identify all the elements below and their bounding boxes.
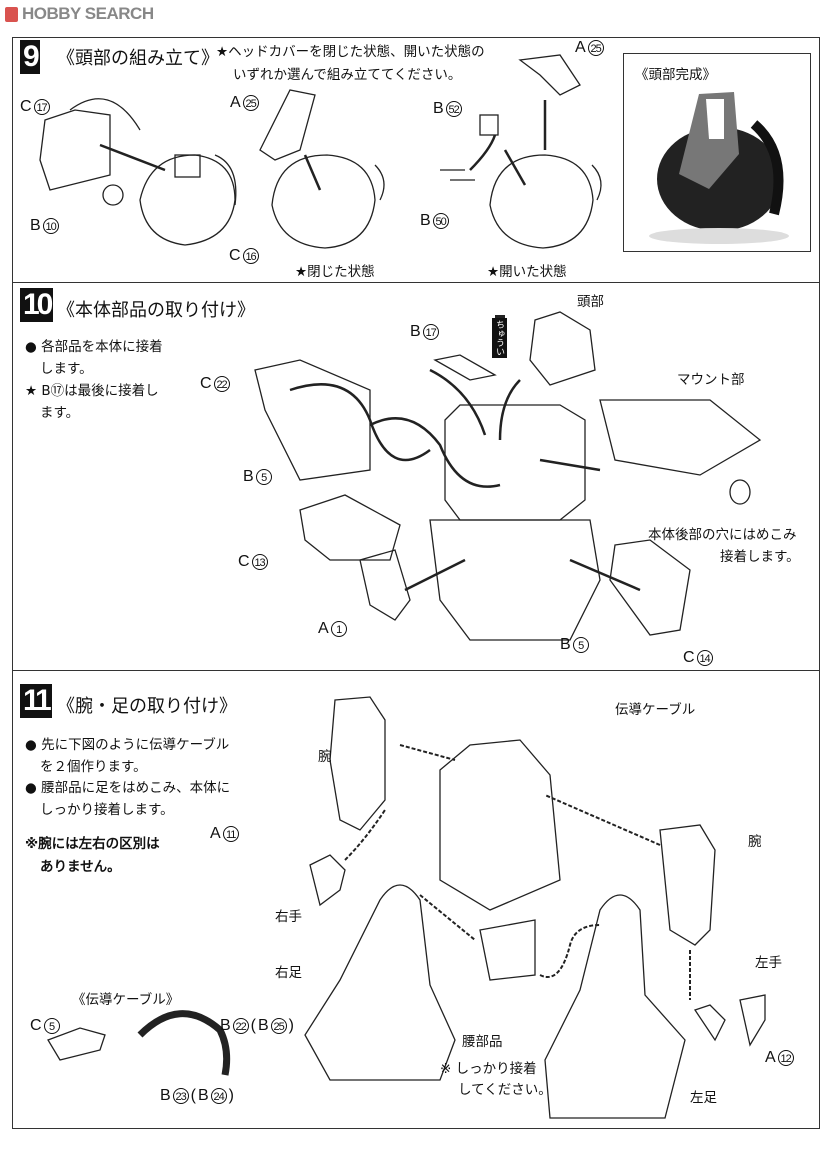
step-number-9: 9	[20, 40, 40, 74]
open-head-drawing	[440, 54, 602, 249]
step11-bullet1-cont: を２個作ります。	[40, 759, 147, 775]
head-part-drawing	[39, 98, 237, 246]
body-drawing	[254, 311, 762, 641]
step9-panel	[12, 37, 820, 283]
step11-bullet2: ● 腰部品に足をはめこみ、本体に	[25, 780, 231, 796]
step-number-10: 10	[20, 288, 53, 322]
step9-arrows	[99, 100, 547, 191]
closed-head-drawing	[259, 89, 385, 249]
rear-note-line1: 本体後部の穴にはめこみ	[648, 527, 797, 543]
step-number-11: 11	[20, 684, 52, 718]
cable-subtitle: 《伝導ケーブル》	[72, 992, 180, 1008]
step11-arrows	[344, 744, 691, 1000]
right-hand-label: 右手	[275, 909, 302, 925]
step10-arrows	[289, 368, 641, 592]
completed-head-photo	[623, 53, 811, 252]
step11-title: 《腕・足の取り付け》	[57, 696, 237, 717]
arm-label-left: 腕	[318, 749, 332, 765]
closed-state-label: ★閉じた状態	[295, 264, 375, 280]
hobby-search-logo[interactable]: HOBBY SEARCH	[5, 4, 154, 24]
step10-bullet1-cont: します。	[40, 361, 93, 377]
step11-bullet2-cont: しっかり接着します。	[40, 802, 174, 818]
step9-note-line2: いずれか選んで組み立ててください。	[233, 67, 462, 83]
rear-note-line2: 接着します。	[720, 549, 800, 565]
glue-note-line2: してください。	[458, 1082, 552, 1098]
head-label: 頭部	[577, 294, 604, 310]
left-leg-label: 左足	[690, 1090, 717, 1106]
step11-bullet1: ● 先に下図のように伝導ケーブル	[25, 737, 230, 753]
step11-remark-line1: ※腕には左右の区別は	[25, 836, 160, 852]
step11-remark-line2: ありません。	[40, 859, 121, 875]
logo-icon	[5, 6, 18, 22]
photo-caption: 《頭部完成》	[635, 67, 716, 83]
waist-label: 腰部品	[462, 1034, 503, 1050]
step10-panel	[12, 282, 820, 671]
open-state-label: ★開いた状態	[487, 264, 567, 280]
arm-label-right: 腕	[748, 834, 762, 850]
logo-text: HOBBY SEARCH	[22, 4, 154, 23]
step10-bullet2: ★ B⑰は最後に接着し	[25, 383, 159, 399]
step10-bullet1: ● 各部品を本体に接着	[25, 339, 163, 355]
mount-label: マウント部	[677, 372, 745, 388]
cable-label: 伝導ケーブル	[615, 702, 696, 718]
step10-bullet2-cont: ます。	[40, 405, 80, 421]
step9-title: 《頭部の組み立て》	[57, 48, 219, 69]
left-hand-label: 左手	[755, 955, 782, 971]
step9-note-line1: ★ヘッドカバーを閉じた状態、開いた状態の	[216, 44, 485, 60]
right-leg-label: 右足	[275, 965, 302, 981]
arm-leg-drawing	[47, 696, 766, 1119]
caution-arrow: ちゅうい	[492, 318, 507, 358]
glue-note-line1: ※ しっかり接着	[440, 1061, 537, 1077]
step11-panel	[12, 670, 820, 1129]
step10-title: 《本体部品の取り付け》	[57, 300, 255, 321]
head-photo-image	[649, 92, 789, 244]
